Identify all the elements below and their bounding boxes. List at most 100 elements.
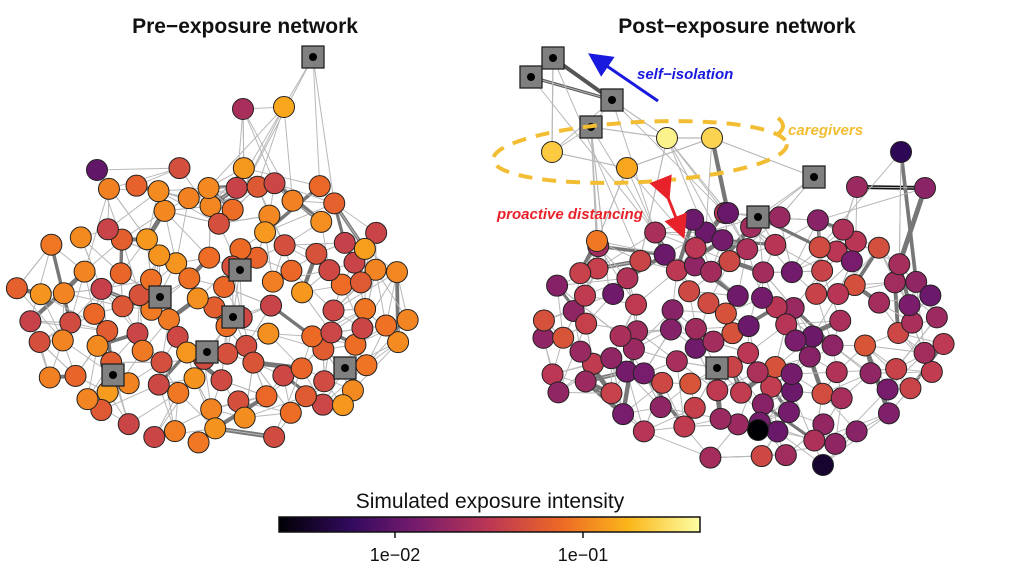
network-node	[775, 313, 798, 336]
network-node	[28, 330, 51, 353]
network-node	[632, 362, 655, 385]
network-node	[125, 174, 148, 197]
network-node	[547, 381, 570, 404]
exposed-node-dot	[713, 364, 721, 372]
network-node	[364, 258, 387, 281]
network-node	[684, 317, 707, 340]
network-edge	[666, 137, 723, 241]
network-node	[183, 367, 206, 390]
network-node	[225, 176, 248, 199]
network-node	[198, 246, 221, 269]
network-node	[177, 187, 200, 210]
network-node	[766, 420, 789, 443]
network-node	[310, 210, 333, 233]
network-edge	[709, 137, 731, 214]
network-edge	[896, 187, 928, 266]
network-edge	[899, 151, 919, 283]
network-node	[305, 242, 328, 265]
network-node	[600, 347, 623, 370]
network-node	[682, 208, 705, 231]
network-node	[313, 370, 336, 393]
exposed-node-dot	[109, 371, 117, 379]
exposed-node-dot	[527, 73, 535, 81]
network-node	[845, 420, 868, 443]
post-exposure-title: Post−exposure network	[618, 15, 856, 38]
network-node	[281, 189, 304, 212]
network-node	[272, 364, 295, 387]
network-node	[737, 315, 760, 338]
network-node	[726, 284, 749, 307]
network-node	[925, 306, 948, 329]
network-node	[69, 226, 92, 249]
network-node	[711, 229, 734, 252]
network-node	[187, 431, 210, 454]
network-node	[210, 369, 233, 392]
network-node	[717, 202, 739, 224]
network-edge	[711, 137, 815, 178]
network-node	[574, 370, 597, 393]
pre-exposure-title: Pre−exposure network	[132, 15, 358, 38]
network-node	[751, 286, 774, 309]
exposed-node-dot	[156, 293, 164, 301]
network-node	[684, 236, 707, 259]
network-node	[331, 394, 354, 417]
network-node	[811, 382, 834, 405]
network-node	[644, 221, 667, 244]
network-node	[147, 373, 170, 396]
network-node	[706, 379, 729, 402]
exposed-node-dot	[203, 348, 211, 356]
network-node	[552, 326, 575, 349]
network-node	[232, 157, 255, 180]
network-edge	[557, 277, 628, 287]
network-node	[323, 192, 346, 215]
exposed-node-dot	[309, 53, 317, 61]
network-node	[573, 284, 596, 307]
network-node	[221, 198, 244, 221]
network-edge	[84, 188, 110, 272]
network-node	[709, 407, 732, 430]
network-node	[322, 299, 345, 322]
network-node	[827, 283, 850, 306]
exposed-node-dot	[229, 313, 237, 321]
network-node	[353, 237, 376, 260]
network-edge	[643, 430, 711, 459]
self-isolation-arrow	[588, 53, 659, 103]
network-node	[780, 261, 803, 284]
network-node	[135, 228, 158, 251]
network-node	[73, 260, 96, 283]
network-node	[811, 259, 834, 282]
network-node	[385, 261, 408, 284]
network-node	[868, 291, 891, 314]
network-node	[808, 236, 831, 259]
network-node	[905, 270, 928, 293]
network-node	[625, 293, 648, 316]
network-node	[600, 382, 623, 405]
network-node	[883, 271, 906, 294]
network-node	[784, 329, 807, 352]
network-node	[351, 317, 374, 340]
network-node	[111, 295, 134, 318]
network-node	[752, 261, 775, 284]
network-node	[780, 363, 803, 386]
exposed-node-dot	[608, 96, 616, 104]
network-node	[798, 345, 821, 368]
network-node	[52, 282, 75, 305]
network-node	[38, 366, 61, 389]
caregivers-bracket	[776, 116, 785, 136]
network-node	[876, 378, 899, 401]
network-edge	[312, 56, 321, 187]
exposed-node-dot	[341, 364, 349, 372]
network-node	[131, 339, 154, 362]
network-node	[355, 354, 378, 377]
network-node	[609, 324, 632, 347]
network-node	[649, 396, 672, 419]
network-node	[153, 199, 176, 222]
network-node	[661, 299, 684, 322]
network-edge	[551, 151, 628, 169]
network-node	[888, 253, 911, 276]
self-isolation-label: self−isolation	[637, 66, 733, 83]
network-node	[242, 351, 265, 374]
network-node	[64, 364, 87, 387]
network-node	[532, 309, 555, 332]
